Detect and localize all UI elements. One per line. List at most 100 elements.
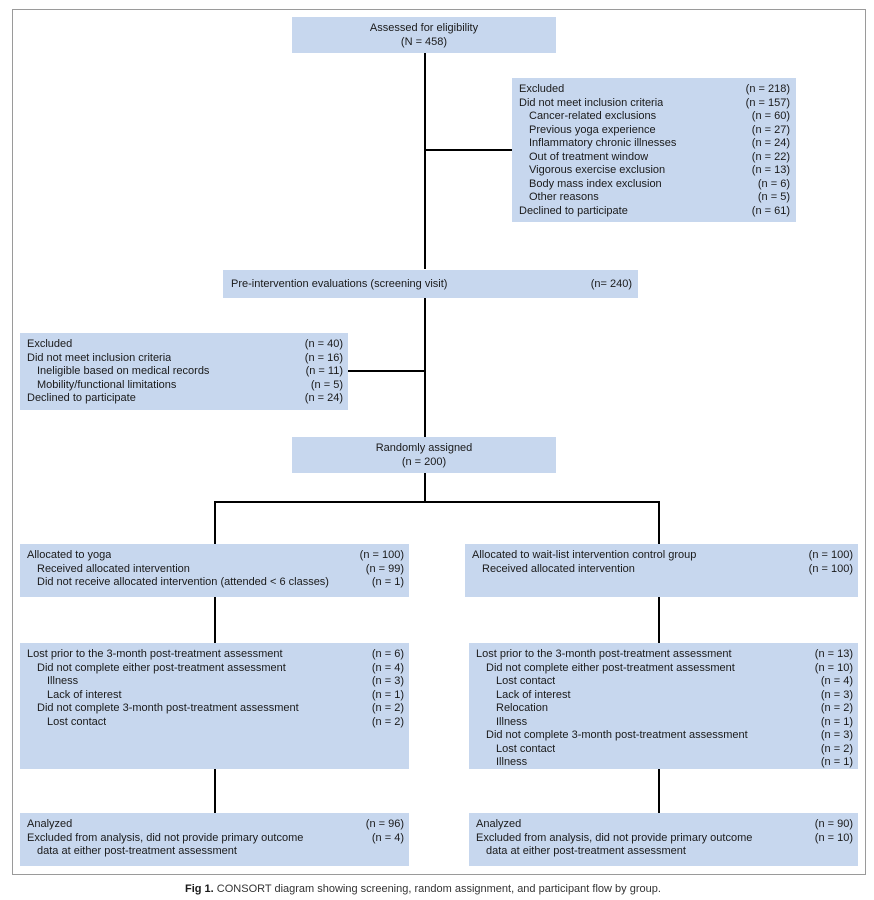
connector-wait-3 xyxy=(658,769,660,813)
flow-row-count: (n = 90) xyxy=(814,818,853,830)
flow-row-count: (n = 1) xyxy=(820,715,853,728)
pre-intervention-box: Pre-intervention evaluations (screening … xyxy=(223,270,638,298)
flow-row: Illness (n = 1) xyxy=(476,716,853,730)
flow-row: Lost contact (n = 4) xyxy=(476,675,853,689)
flow-row-label: Received allocated intervention xyxy=(482,562,635,575)
assessed-box: Assessed for eligibility (N = 458) xyxy=(292,17,556,53)
flow-row-count: (n = 2) xyxy=(820,702,853,714)
flow-row: Did not receive allocated intervention (… xyxy=(27,576,404,590)
flow-row-label: Lost contact xyxy=(496,742,556,755)
flow-row-count: (n = 24) xyxy=(751,137,790,149)
flow-row-label: Illness xyxy=(496,715,528,728)
flow-row-count: (n = 27) xyxy=(751,123,790,136)
flow-row: Lost prior to the 3-month post-treatment… xyxy=(476,648,853,662)
connector-branch xyxy=(214,501,660,503)
flow-row: Allocated to yoga(n = 100) xyxy=(27,549,404,563)
flow-row-count: (n = 99) xyxy=(365,562,404,575)
flow-row: Did not meet inclusion criteria (n = 16) xyxy=(27,352,343,366)
flow-row-count: (n = 96) xyxy=(365,818,404,830)
flow-row: data at either post-treatment assessment xyxy=(476,845,853,859)
flow-row-count: (n = 218) xyxy=(745,83,790,95)
flow-row: Body mass index exclusion(n = 6) xyxy=(519,178,790,192)
flow-row-count: (n = 2) xyxy=(371,715,404,728)
analyzed-waitlist-box: Analyzed(n = 90)Excluded from analysis, … xyxy=(469,813,858,866)
flow-row-label: Declined to participate xyxy=(519,204,628,217)
excluded-screening-rows: Excluded(n = 40)Did not meet inclusion c… xyxy=(27,338,343,406)
flow-row-count: (n = 16) xyxy=(304,351,343,364)
flow-row-count: (n = 3) xyxy=(371,675,404,687)
lost-yoga-rows: Lost prior to the 3-month post-treatment… xyxy=(27,648,404,729)
flow-row-label: Analyzed xyxy=(27,818,73,830)
connector-wait-2 xyxy=(658,597,660,643)
flow-row-label: Allocated to wait-list intervention cont… xyxy=(472,549,697,561)
flow-row: Lack of interest(n = 1) xyxy=(27,689,404,703)
flow-row-count: (n = 10) xyxy=(814,831,853,844)
connector-main-top xyxy=(424,53,426,269)
flow-row-count: (n = 22) xyxy=(751,150,790,163)
flow-row-count: (n = 5) xyxy=(310,378,343,391)
flow-row: Vigorous exercise exclusion (n = 13) xyxy=(519,164,790,178)
excluded-eligibility-box: Excluded (n = 218) Did not meet inclusion … xyxy=(512,78,796,222)
randomized-count: (n = 200) xyxy=(401,455,447,468)
connector-yoga-3 xyxy=(214,769,216,813)
flow-row-label: Vigorous exercise exclusion xyxy=(529,164,666,176)
flow-row-count: (n = 6) xyxy=(757,177,790,190)
lost-waitlist-box: Lost prior to the 3-month post-treatment… xyxy=(469,643,858,769)
figure-caption-text: CONSORT diagram showing screening, rando… xyxy=(216,883,661,895)
flow-row-label: Cancer-related exclusions xyxy=(529,110,657,122)
assessed-title: Assessed for eligibility xyxy=(369,22,479,34)
flow-row: Lost prior to the 3-month post-treatment… xyxy=(27,648,404,662)
flow-row-count: (n = 13) xyxy=(751,164,790,176)
flow-row: Relocation(n = 2) xyxy=(476,702,853,716)
flow-row-count: (n = 1) xyxy=(820,756,853,768)
flow-row-label: Did not complete 3-month post-treatment … xyxy=(486,729,748,741)
flow-row-label: Did not complete either post-treatment a… xyxy=(486,661,735,674)
assessed-count: (N = 458) xyxy=(400,35,448,48)
flow-row: Analyzed (n = 96) xyxy=(27,818,404,832)
flow-row-label: Out of treatment window xyxy=(529,150,649,163)
connector-yoga-2 xyxy=(214,597,216,643)
flow-row-label: Declined to participate xyxy=(27,392,136,404)
flow-row: Allocated to wait-list intervention cont… xyxy=(472,549,853,563)
flow-row-label: Lost prior to the 3-month post-treatment… xyxy=(476,648,732,660)
allocated-waitlist-rows: Allocated to wait-list intervention cont… xyxy=(472,549,853,576)
analyzed-yoga-rows: Analyzed(n = 96)Excluded from analysis, … xyxy=(27,818,404,859)
flow-row: Inflammatory chronic illnesses (n = 24) xyxy=(519,137,790,151)
flow-row-label: Other reasons xyxy=(529,191,599,203)
flow-row-label: data at either post-treatment assessment xyxy=(486,845,686,857)
flow-row-count: (n = 4) xyxy=(371,831,404,844)
flow-row-count: (n = 13) xyxy=(814,648,853,660)
allocated-yoga-box: Allocated to yoga(n = 100)Received alloc… xyxy=(20,544,409,597)
figure-caption: Fig 1. CONSORT diagram showing screening… xyxy=(185,883,661,895)
flow-row-label: Did not meet inclusion criteria xyxy=(27,351,172,364)
pre-intervention-count: (n= 240) xyxy=(590,278,632,290)
flow-row-label: Previous yoga experience xyxy=(529,123,656,136)
flow-row-label: Mobility/functional limitations xyxy=(37,378,177,391)
flow-row-count xyxy=(398,845,404,859)
flow-row-count: (n = 60) xyxy=(751,110,790,122)
flow-row: Excluded(n = 40) xyxy=(27,338,343,352)
flow-row-label: Inflammatory chronic illnesses xyxy=(529,137,677,149)
flow-row-count: (n = 100) xyxy=(808,562,853,575)
flow-row: Other reasons(n = 5) xyxy=(519,191,790,205)
flow-row: Analyzed(n = 90) xyxy=(476,818,853,832)
lost-waitlist-rows: Lost prior to the 3-month post-treatment… xyxy=(476,648,853,770)
flow-row-count: (n = 10) xyxy=(814,661,853,674)
analyzed-waitlist-rows: Analyzed(n = 90)Excluded from analysis, … xyxy=(476,818,853,859)
flow-row-label: Excluded from analysis, did not provide … xyxy=(476,831,753,844)
allocated-waitlist-box: Allocated to wait-list intervention cont… xyxy=(465,544,858,597)
flow-row: Lack of interest(n = 3) xyxy=(476,689,853,703)
flow-row-label: Excluded xyxy=(519,83,565,95)
pre-intervention-title: Pre-intervention evaluations (screening … xyxy=(231,278,448,290)
connector-wait-1 xyxy=(658,502,660,544)
flow-row: Illness(n = 1) xyxy=(476,756,853,770)
flow-row-label: Lost contact xyxy=(496,675,556,687)
flow-row-count: (n = 4) xyxy=(820,675,853,687)
flow-row-label: Received allocated intervention xyxy=(37,562,190,575)
flow-row: Did not meet inclusion criteria(n = 157) xyxy=(519,97,790,111)
flow-row: Mobility/functional limitations (n = 5) xyxy=(27,379,343,393)
randomized-box: Randomly assigned (n = 200) xyxy=(292,437,556,473)
flow-row-label: Lack of interest xyxy=(47,688,122,701)
flow-row-count: (n = 40) xyxy=(304,338,343,350)
flow-row: Lost contact(n = 2) xyxy=(27,716,404,730)
